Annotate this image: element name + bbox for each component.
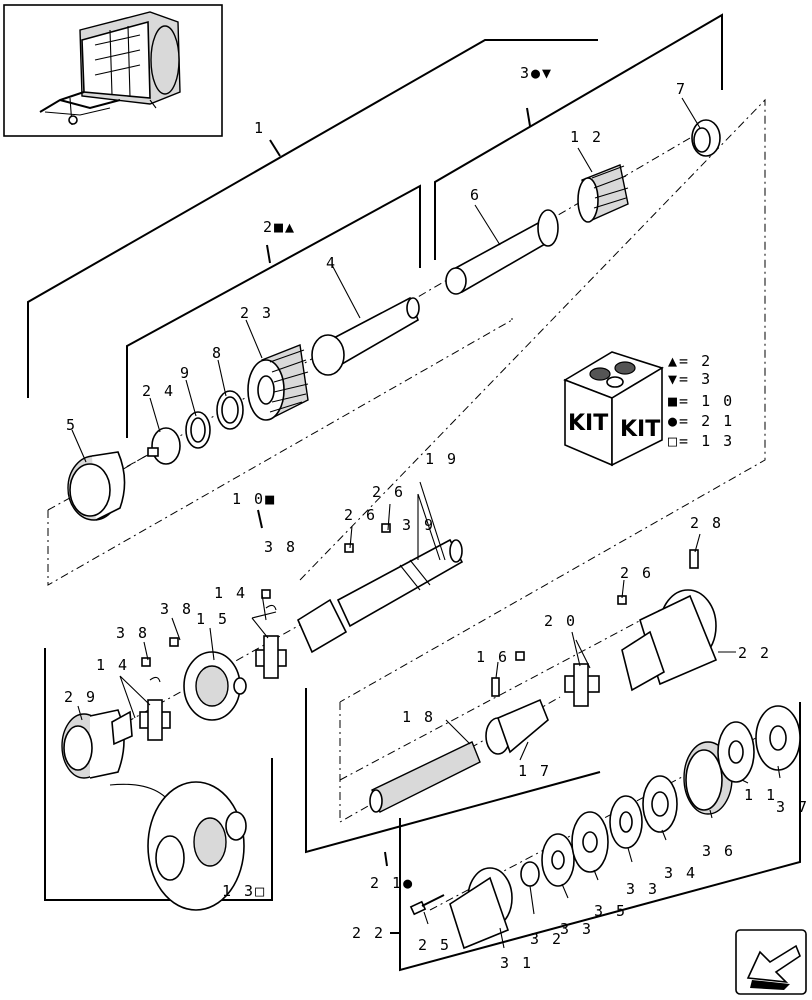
part-23-bellows	[247, 344, 309, 421]
callout-32: 3 2	[530, 930, 563, 948]
callout-18: 1 8	[402, 708, 435, 726]
callout-14-a: 1 4	[214, 584, 247, 602]
callout-26-b: 2 6	[344, 506, 377, 524]
part-33-disc-b	[609, 795, 643, 849]
part-6-tube	[445, 209, 559, 295]
callout-1: 1	[254, 119, 265, 137]
part-14-cross-left	[139, 699, 171, 741]
callout-33-a: 3 3	[560, 920, 593, 938]
kit-label-left: KIT	[568, 411, 608, 436]
group-bracket-3	[434, 13, 723, 260]
callout-26-a: 2 6	[372, 483, 405, 501]
part-31-yoke	[449, 867, 513, 950]
part-19-shaft	[296, 538, 464, 654]
leader-lines	[71, 97, 781, 949]
callout-38-b: 3 8	[160, 600, 193, 618]
callout-7: 7	[676, 80, 687, 98]
callout-13: 1 3□	[222, 882, 266, 900]
part-14-cross-right	[255, 635, 287, 679]
callout-29: 2 9	[64, 688, 97, 706]
legend-row-2: ▼= 3	[668, 370, 712, 388]
callout-25: 2 5	[418, 936, 451, 954]
legend: ▲= 2 ▼= 3 ■= 1 0 ●= 2 1 □= 1 3	[668, 352, 734, 450]
part-37-plate	[755, 705, 801, 771]
part-15-disc	[183, 651, 247, 721]
part-8-washer	[216, 390, 244, 430]
callout-34: 3 4	[664, 864, 697, 882]
part-32-ring	[520, 861, 540, 887]
callout-26-c: 2 6	[620, 564, 653, 582]
part-16-pin	[491, 677, 500, 697]
kit-box: KIT KIT	[563, 351, 664, 467]
callout-33-b: 3 3	[626, 880, 659, 898]
callouts: 1 2■▲ 3●▼ 4 5 6 7 8 9 1 0■ 1 1 1 2 1 3□ …	[64, 64, 809, 972]
kit-contents	[589, 361, 636, 388]
callout-10: 1 0■	[232, 490, 276, 508]
callout-21: 2 1●	[370, 874, 414, 892]
next-page-arrow-icon[interactable]	[735, 929, 807, 995]
callout-2: 2■▲	[263, 218, 296, 236]
grease-fittings-10	[141, 523, 391, 683]
callout-14-b: 1 4	[96, 656, 129, 674]
part-20-cross	[564, 663, 600, 707]
part-25-bolt	[409, 894, 445, 916]
machine-thumbnail	[3, 4, 223, 137]
part-12-bellows	[577, 164, 629, 223]
callout-22-b: 2 2	[352, 924, 385, 942]
part-33-disc-a	[541, 833, 575, 887]
callout-22-a: 2 2	[738, 644, 771, 662]
callout-28: 2 8	[690, 514, 723, 532]
callout-17: 1 7	[518, 762, 551, 780]
part-22-yoke	[621, 589, 718, 692]
callout-4: 4	[326, 254, 337, 272]
kit-label-right: KIT	[620, 417, 660, 442]
part-18-shaft	[369, 741, 481, 813]
legend-row-1: ▲= 2	[668, 352, 712, 370]
part-17-yoke	[485, 698, 549, 755]
group-bracket-21	[305, 688, 601, 867]
callout-36: 3 6	[702, 842, 735, 860]
callout-16: 1 6	[476, 648, 509, 666]
callout-5: 5	[66, 416, 77, 434]
part-5-ring	[67, 451, 126, 521]
callout-3: 3●▼	[520, 64, 553, 82]
part-34-disc	[642, 775, 678, 833]
callout-38-c: 3 8	[116, 624, 149, 642]
callout-9: 9	[180, 364, 191, 382]
part-9-washer	[185, 411, 211, 449]
callout-12: 1 2	[570, 128, 603, 146]
callout-8: 8	[212, 344, 223, 362]
legend-row-4: ●= 2 1	[668, 412, 734, 430]
callout-37: 3 7	[776, 798, 809, 816]
callout-20: 2 0	[544, 612, 577, 630]
callout-24: 2 4	[142, 382, 175, 400]
legend-row-3: ■= 1 0	[668, 392, 734, 410]
callout-35: 3 5	[594, 902, 627, 920]
callout-31: 3 1	[500, 954, 533, 972]
callout-11: 1 1	[744, 786, 777, 804]
callout-6: 6	[470, 186, 481, 204]
callout-19: 1 9	[425, 450, 458, 468]
callout-39: 3 9	[402, 516, 435, 534]
part-29-yoke	[61, 709, 133, 779]
part-24-collar	[147, 427, 181, 465]
callout-23: 2 3	[240, 304, 273, 322]
callout-38-a: 3 8	[264, 538, 297, 556]
group-bracket-22	[390, 702, 801, 972]
part-35-disc	[571, 811, 609, 873]
grease-fittings-21	[515, 549, 699, 661]
part-13-detail	[109, 781, 247, 911]
callout-15: 1 5	[196, 610, 229, 628]
group-bracket-2	[126, 184, 421, 438]
legend-row-5: □= 1 3	[668, 432, 734, 450]
part-4-tube	[311, 296, 420, 376]
part-11-plate	[717, 721, 755, 783]
part-7-collar	[691, 119, 721, 157]
group-bracket-1	[27, 39, 598, 398]
